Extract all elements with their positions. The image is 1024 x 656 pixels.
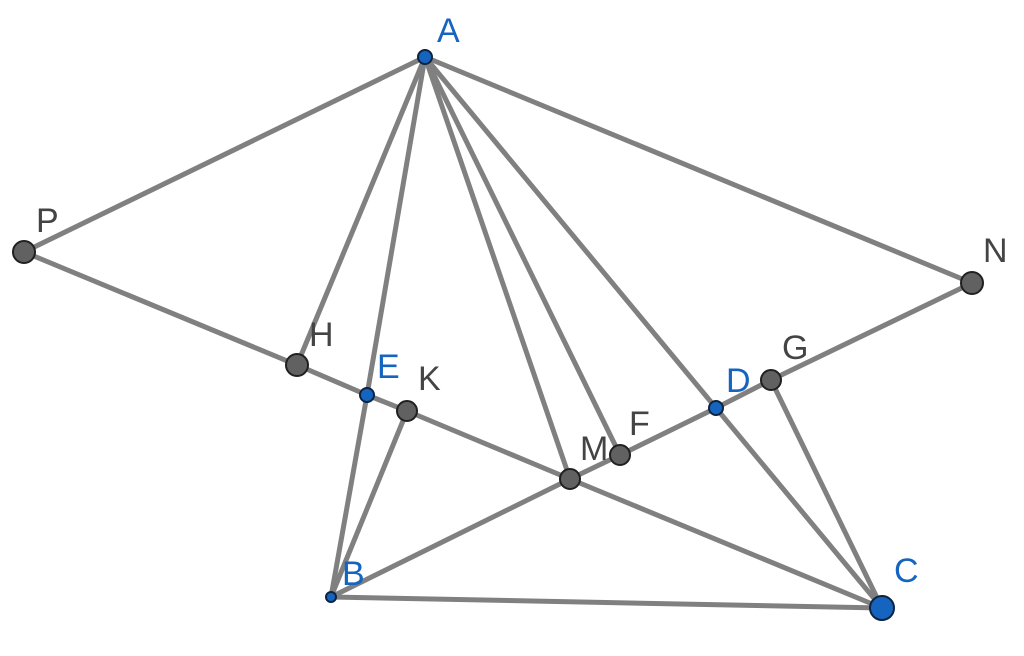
segment-kb xyxy=(328,408,410,600)
point-d[interactable] xyxy=(708,400,724,416)
label-m: M xyxy=(580,430,608,468)
label-h: H xyxy=(309,316,334,354)
label-b: B xyxy=(342,555,365,593)
label-c: C xyxy=(894,552,919,590)
point-a[interactable] xyxy=(417,49,433,65)
segments-layer xyxy=(21,54,975,611)
label-p: P xyxy=(36,202,59,240)
point-p[interactable] xyxy=(12,240,36,264)
segment-am xyxy=(422,54,573,482)
point-k[interactable] xyxy=(396,400,418,422)
segment-mc xyxy=(567,476,885,611)
segment-ae xyxy=(364,54,428,398)
point-b[interactable] xyxy=(325,591,337,603)
segment-bc xyxy=(328,594,885,611)
labels-layer: A B C D E P N H K MF G xyxy=(36,12,1008,593)
label-g: G xyxy=(782,329,808,367)
segment-an xyxy=(422,54,975,286)
segment-ah xyxy=(294,54,428,368)
segment-mb xyxy=(328,476,573,600)
segment-eb xyxy=(328,392,370,600)
label-e: E xyxy=(377,348,400,386)
segment-af xyxy=(422,54,623,458)
point-f[interactable] xyxy=(609,444,631,466)
point-e[interactable] xyxy=(359,387,375,403)
segment-dc xyxy=(713,405,885,611)
points-layer xyxy=(12,49,984,621)
point-h[interactable] xyxy=(285,353,309,377)
label-n: N xyxy=(983,232,1008,270)
point-n[interactable] xyxy=(960,271,984,295)
point-c[interactable] xyxy=(869,595,895,621)
label-a: A xyxy=(437,12,460,50)
segment-df xyxy=(617,405,719,458)
segment-km xyxy=(404,408,573,482)
point-g[interactable] xyxy=(760,369,782,391)
point-m[interactable] xyxy=(559,468,581,490)
segment-ph xyxy=(21,249,300,368)
segment-gc xyxy=(768,377,885,611)
label-k: K xyxy=(418,360,441,398)
segment-ap xyxy=(21,54,428,255)
segment-ad xyxy=(422,54,719,411)
label-d: D xyxy=(726,362,751,400)
segment-he xyxy=(294,362,370,398)
segment-ng xyxy=(768,280,975,383)
label-f: F xyxy=(629,405,650,443)
